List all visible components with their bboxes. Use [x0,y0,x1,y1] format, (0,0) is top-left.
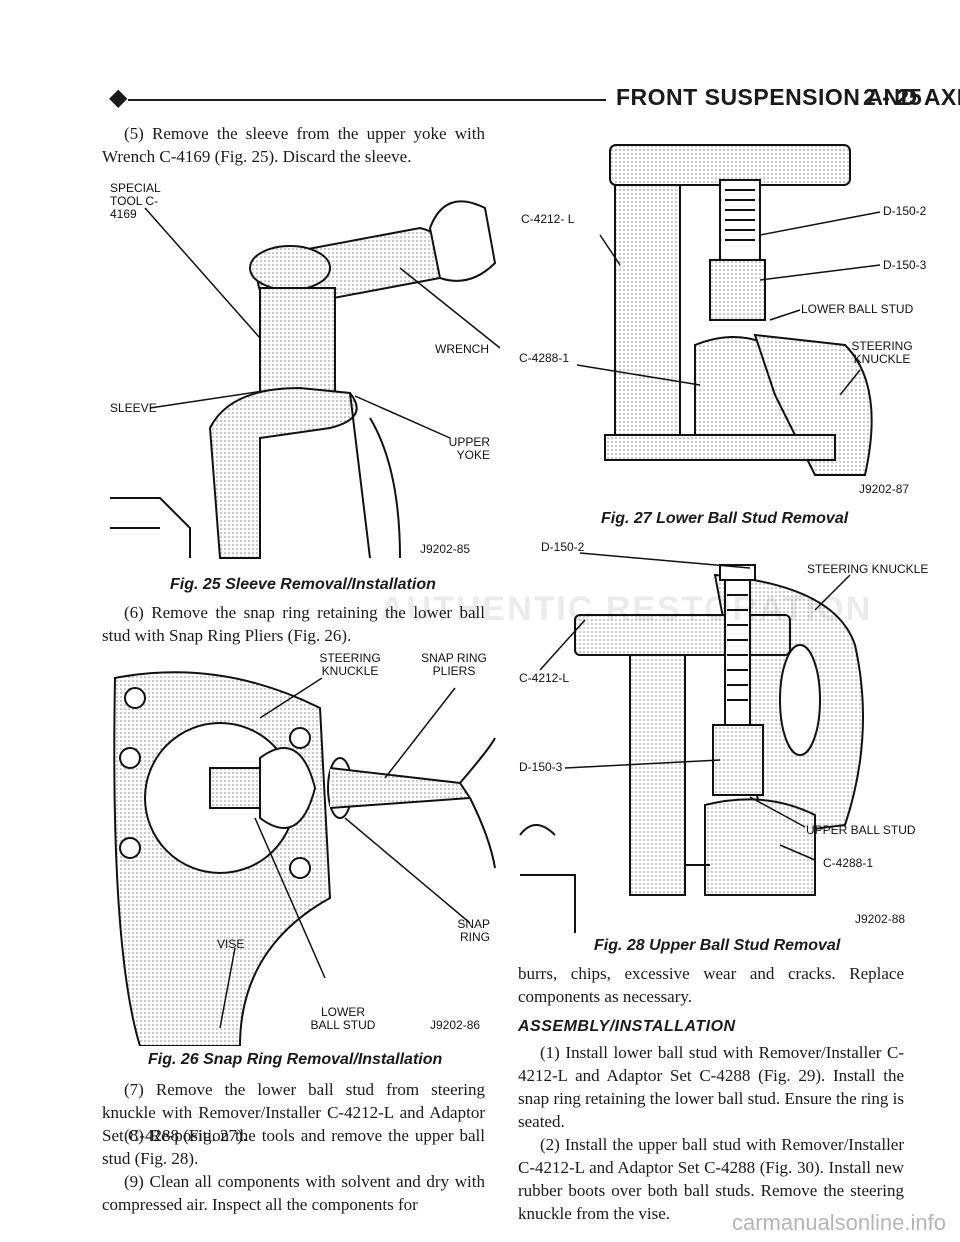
label-sleeve: SLEEVE [110,401,157,415]
label-wrench: WRENCH [435,342,489,356]
figure-27-illustration [576,144,881,476]
bullet-diamond-icon: ◆ [109,83,128,111]
label-c4288-1: C-4288-1 [519,351,570,365]
figure-28-caption: Fig. 28 Upper Ball Stud Removal [594,937,841,954]
footer-site-watermark: carmanualsonline.info [731,1210,946,1235]
label-vise: VISE [217,937,245,951]
figure-25: SPECIAL TOOL C-4169 WRENCH SLEEVE UPPER … [100,168,500,568]
label-lower-ball-stud-27: LOWER BALL STUD [801,302,914,316]
step-9-text: (9) Clean all components with solvent an… [102,1172,485,1214]
figure-26-illustration [113,671,496,1046]
figure-28-code: J9202-88 [855,912,906,926]
label-d150-2-28: D-150-2 [541,540,585,554]
section-heading-assembly: ASSEMBLY/INSTALLATION [518,1018,736,1035]
figure-26-code: J9202-86 [430,1018,481,1032]
page-title: FRONT SUSPENSION AND AXLE [616,84,960,110]
figure-27-caption: Fig. 27 Lower Ball Stud Removal [601,510,849,527]
step-8-text: (8) Re-position the tools and remove the… [102,1126,485,1168]
assembly-step-1-text: (1) Install lower ball stud with Remover… [518,1043,904,1131]
figure-27-code: J9202-87 [859,482,910,496]
figure-26-caption: Fig. 26 Snap Ring Removal/Installation [148,1051,443,1068]
continued-text: burrs, chips, excessive wear and cracks.… [518,964,904,1006]
label-upper-yoke: UPPER YOKE [448,435,490,462]
label-steering-knuckle: STEERING KNUCKLE [319,651,381,678]
figure-25-caption: Fig. 25 Sleeve Removal/Installation [170,576,436,593]
label-c4212l: C-4212- L [521,212,575,226]
label-snap-ring-pliers: SNAP RING PLIERS [421,651,487,678]
figure-25-illustration [110,200,500,559]
step-5-text: (5) Remove the sleeve from the upper yok… [102,124,485,166]
figure-28: D-150-2 STEERING KNUCKLE C-4212-L D-150-… [515,535,935,933]
assembly-step-2-text: (2) Install the upper ball stud with Rem… [518,1135,904,1223]
figure-25-code: J9202-85 [420,542,471,556]
label-lower-ball-stud: LOWER BALL STUD [310,1005,376,1032]
page-number: 2 - 25 [863,84,922,110]
label-steering-knuckle-28: STEERING KNUCKLE [807,562,929,576]
label-d150-3-28: D-150-3 [519,760,563,774]
label-upper-ball-stud: UPPER BALL STUD [806,823,916,837]
figure-28-illustration [519,552,864,933]
label-steering-knuckle-27: STEERING KNUCKLE [851,339,913,366]
label-d150-2: D-150-2 [883,204,927,218]
label-c4212l-28: C-4212-L [519,671,570,685]
label-c4288-1-28: C-4288-1 [823,856,874,870]
label-snap-ring: SNAP RING [457,917,490,944]
figure-26: STEERING KNUCKLE SNAP RING PLIERS SNAP R… [100,648,500,1046]
step-7-text: (7) Remove the lower ball stud from stee… [102,1080,485,1145]
header-rule [128,99,606,101]
figure-27: D-150-2 C-4212- L D-150-3 LOWER BALL STU… [515,125,935,503]
step-6-text: (6) Remove the snap ring retaining the l… [102,603,485,645]
watermark: AUTHENTIC RESTORATION [380,590,873,628]
label-special-tool: SPECIAL TOOL C-4169 [110,181,161,221]
label-d150-3: D-150-3 [883,258,927,272]
